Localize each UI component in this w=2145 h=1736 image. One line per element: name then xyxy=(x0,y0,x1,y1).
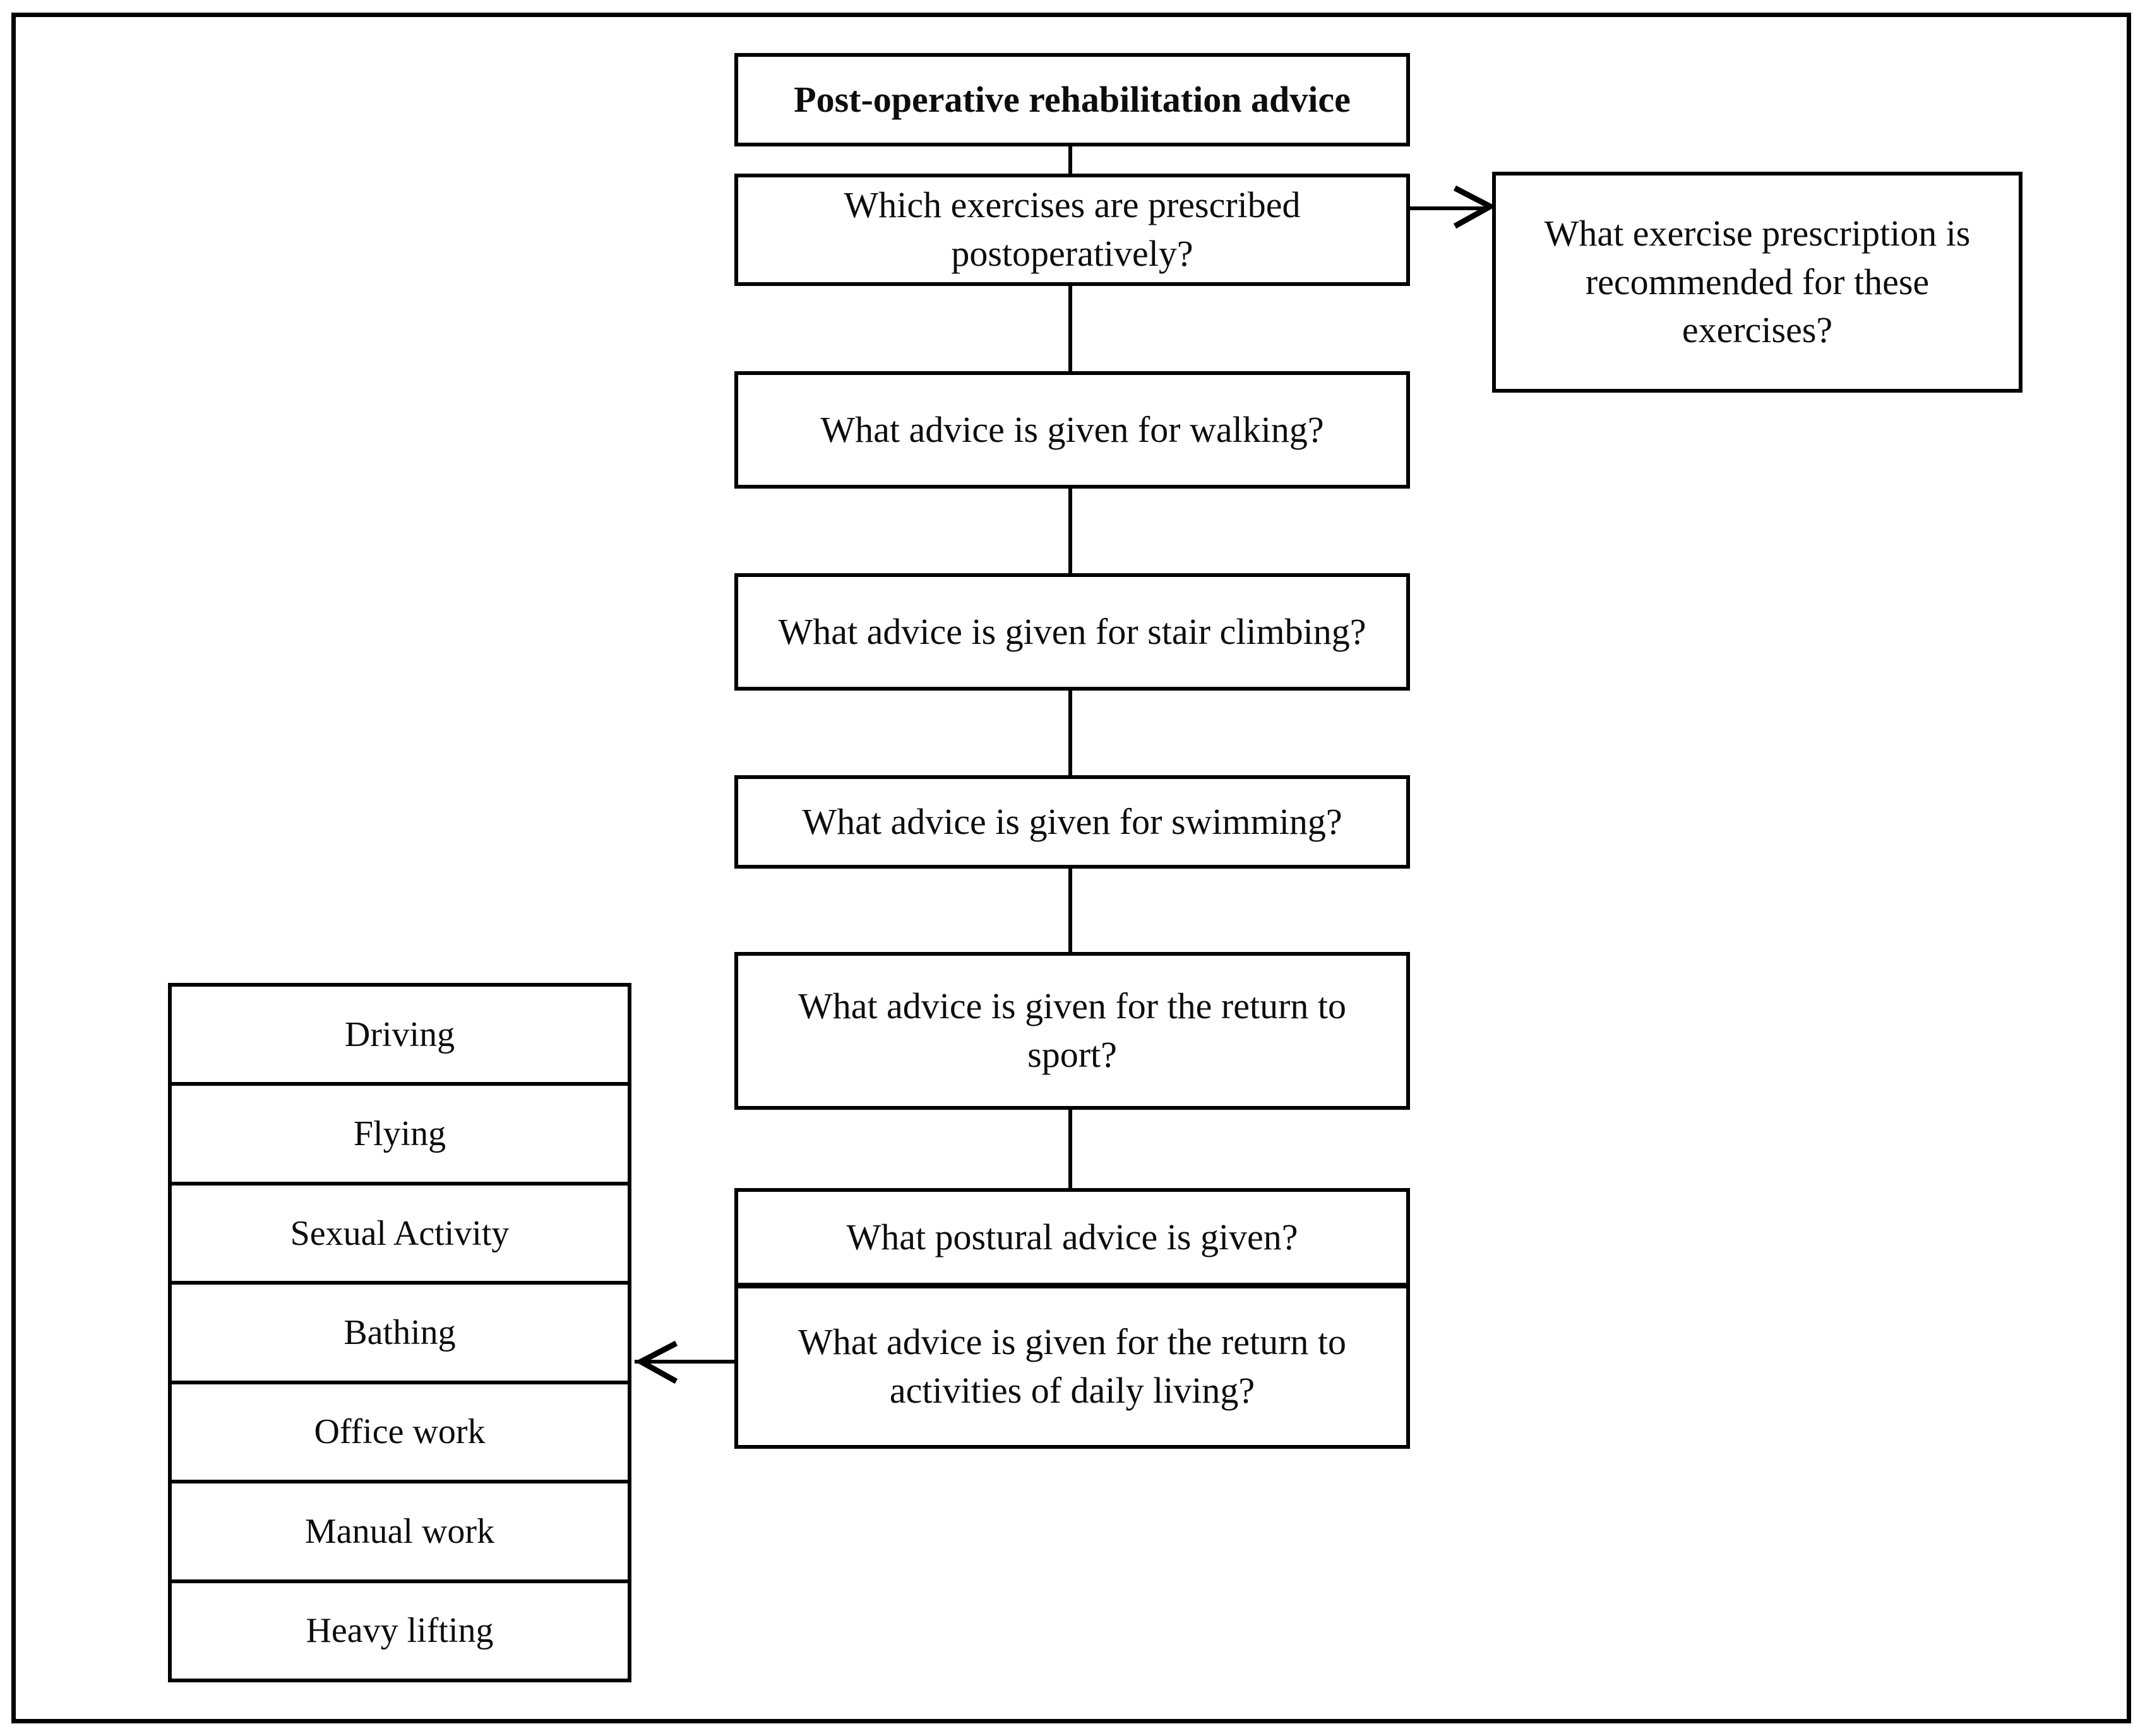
node-swimming-label: What advice is given for swimming? xyxy=(802,800,1342,842)
node-exercises-label: Which exercises are prescribed postopera… xyxy=(844,184,1301,274)
node-return-to-sport-label: What advice is given for the return to s… xyxy=(798,985,1347,1075)
node-stair-climbing[interactable]: What advice is given for stair climbing? xyxy=(734,573,1410,691)
node-root-label: Post-operative rehabilitation advice xyxy=(794,78,1351,120)
node-exercise-prescription-label: What exercise prescription is recommende… xyxy=(1544,213,1971,351)
connector-exercises-to-prescription xyxy=(1406,206,1488,210)
node-activities-of-daily-living-label: What advice is given for the return to a… xyxy=(798,1321,1347,1411)
connector-stairs-to-swimming xyxy=(1068,689,1072,778)
connector-exercises-to-walking xyxy=(1068,284,1072,372)
connector-walking-to-stairs xyxy=(1068,487,1072,576)
connector-adl-to-activity-list xyxy=(635,1360,737,1364)
node-postural-advice[interactable]: What postural advice is given? xyxy=(734,1188,1410,1287)
list-item-bathing[interactable]: Bathing xyxy=(172,1285,628,1384)
list-item-office-work-label: Office work xyxy=(314,1412,486,1452)
node-walking[interactable]: What advice is given for walking? xyxy=(734,371,1410,489)
connector-sport-to-postural xyxy=(1068,1108,1072,1190)
list-item-sexual-activity[interactable]: Sexual Activity xyxy=(172,1186,628,1285)
node-swimming[interactable]: What advice is given for swimming? xyxy=(734,775,1410,869)
list-item-heavy-lifting[interactable]: Heavy lifting xyxy=(172,1583,628,1679)
node-root[interactable]: Post-operative rehabilitation advice xyxy=(734,53,1410,146)
node-exercise-prescription[interactable]: What exercise prescription is recommende… xyxy=(1492,172,2023,393)
activity-list: Driving Flying Sexual Activity Bathing O… xyxy=(168,983,631,1682)
arrowhead-left-icon xyxy=(635,1340,678,1384)
node-activities-of-daily-living[interactable]: What advice is given for the return to a… xyxy=(734,1285,1410,1449)
connector-root-to-exercises xyxy=(1068,145,1072,175)
list-item-heavy-lifting-label: Heavy lifting xyxy=(306,1611,494,1651)
node-exercises[interactable]: Which exercises are prescribed postopera… xyxy=(734,174,1410,286)
node-postural-advice-label: What postural advice is given? xyxy=(846,1216,1298,1257)
node-stair-climbing-label: What advice is given for stair climbing? xyxy=(778,610,1366,652)
node-walking-label: What advice is given for walking? xyxy=(820,408,1324,450)
connector-swimming-to-sport xyxy=(1068,866,1072,954)
figure-border xyxy=(11,13,2131,1723)
list-item-driving[interactable]: Driving xyxy=(172,987,628,1086)
node-return-to-sport[interactable]: What advice is given for the return to s… xyxy=(734,952,1410,1110)
list-item-driving-label: Driving xyxy=(344,1014,455,1054)
arrowhead-right-icon xyxy=(1453,185,1497,229)
list-item-flying[interactable]: Flying xyxy=(172,1086,628,1186)
list-item-manual-work[interactable]: Manual work xyxy=(172,1483,628,1583)
list-item-flying-label: Flying xyxy=(353,1114,446,1154)
list-item-sexual-activity-label: Sexual Activity xyxy=(290,1213,510,1253)
list-item-bathing-label: Bathing xyxy=(344,1312,456,1352)
list-item-office-work[interactable]: Office work xyxy=(172,1384,628,1484)
list-item-manual-work-label: Manual work xyxy=(304,1511,495,1551)
